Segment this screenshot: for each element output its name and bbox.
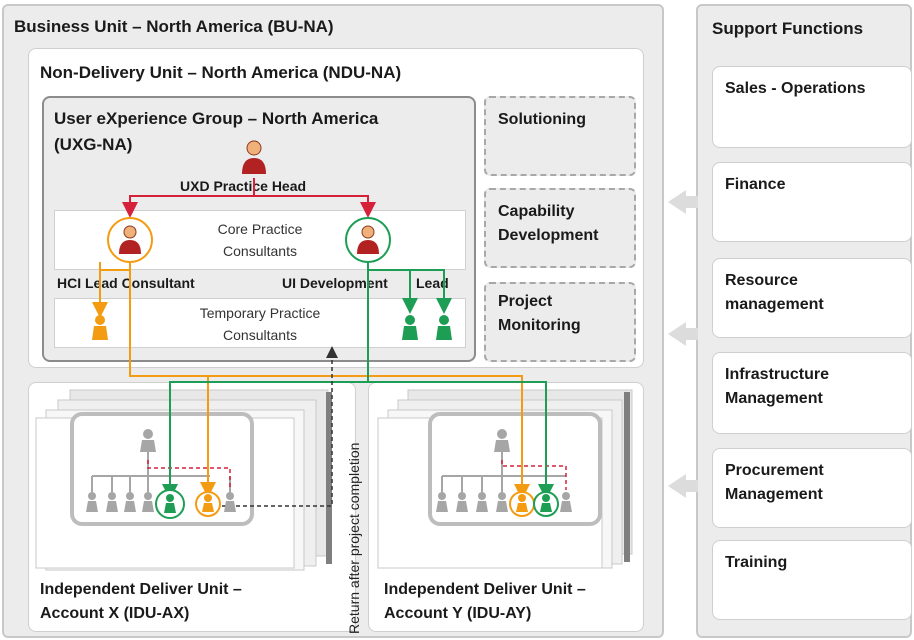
idu-x-line2: Account X (IDU-AX) (40, 605, 190, 622)
ui-dev-lead-label-1: UI Development (282, 275, 388, 291)
support-infrastructure-management: Infrastructure Management (712, 352, 912, 434)
support-item-label: Procurement (725, 462, 824, 479)
temporary-practice-line2: Consultants (223, 327, 297, 343)
support-item-label: Finance (725, 176, 786, 193)
practice-head-label: UXD Practice Head (178, 178, 309, 194)
support-functions-title: Support Functions (712, 19, 864, 38)
ndu-side-label: Project (498, 293, 553, 310)
idu-y-pages (377, 389, 633, 569)
idu-y-shadow (624, 392, 630, 562)
temp-consultant-green-icon-1 (402, 315, 418, 340)
idu-x-green-consultant-icon (155, 489, 185, 519)
core-practice-label: Core Practice Consultants (180, 218, 340, 262)
ui-dev-lead-label-2: Lead (416, 275, 449, 291)
idu-y-green-consultant-icon (533, 491, 559, 517)
practice-head-icon (242, 140, 266, 174)
temporary-practice-line1: Temporary Practice (199, 305, 321, 321)
idu-x-pages (35, 389, 329, 571)
core-consultant-green-icon (345, 217, 391, 263)
support-item-label: Management (725, 390, 823, 407)
uxg-title-line1: User eXperience Group – North America (54, 109, 379, 128)
support-finance: Finance (712, 162, 912, 242)
ndu-project-monitoring-box: Project Monitoring (484, 282, 636, 362)
temp-consultant-green-icon-2 (436, 315, 452, 340)
support-sales-operations: Sales - Operations (712, 66, 912, 148)
ndu-side-label: Development (498, 227, 599, 244)
return-dashed-path (222, 346, 338, 507)
ndu-capability-box: Capability Development (484, 188, 636, 268)
idu-y-line1: Independent Deliver Unit – (384, 581, 586, 598)
ndu-side-label: Capability (498, 203, 575, 220)
temp-consultant-orange-icon (92, 315, 108, 340)
orange-connectors (92, 262, 530, 500)
support-item-label: Resource (725, 272, 798, 289)
business-unit-title: Business Unit – North America (BU-NA) (14, 17, 334, 36)
idu-x-manager-icon (140, 429, 156, 452)
non-delivery-unit-title: Non-Delivery Unit – North America (NDU-N… (40, 63, 402, 82)
support-training: Training (712, 540, 912, 620)
idu-y-line2: Account Y (IDU-AY) (384, 605, 532, 622)
support-arrow-2 (668, 322, 698, 346)
idu-red-dashed (147, 460, 567, 490)
idu-x-shadow (326, 392, 332, 564)
idu-y-title: Independent Deliver Unit – Account Y (ID… (384, 578, 586, 626)
core-consultant-orange-icon (107, 217, 153, 263)
ndu-side-label: Solutioning (498, 111, 586, 128)
idu-y-orange-consultant-icon (509, 491, 535, 517)
support-item-label: Infrastructure (725, 366, 830, 383)
support-item-label: Training (725, 554, 788, 571)
idu-x-title: Independent Deliver Unit – Account X (ID… (40, 578, 242, 626)
ndu-solutioning-box: Solutioning (484, 96, 636, 176)
idu-x-team-icons (86, 492, 236, 512)
support-item-label: Management (725, 486, 823, 503)
core-practice-line1: Core Practice (217, 221, 303, 237)
idu-y-team-icons (436, 492, 572, 512)
idu-y-manager-icon (494, 429, 510, 452)
green-connectors (162, 262, 554, 500)
uxg-title-line2: (UXG-NA) (54, 135, 133, 154)
temporary-practice-label: Temporary Practice Consultants (170, 302, 350, 346)
hci-lead-label: HCI Lead Consultant (57, 275, 195, 291)
ndu-side-label: Monitoring (498, 317, 581, 334)
temporary-practice-band (54, 298, 466, 348)
head-red-lines (122, 178, 376, 218)
support-arrow-3 (668, 474, 698, 498)
support-resource-management: Resource management (712, 258, 912, 338)
support-procurement-management: Procurement Management (712, 448, 912, 528)
idu-x-line1: Independent Deliver Unit – (40, 581, 242, 598)
support-item-label: Sales - Operations (725, 80, 866, 97)
idu-x-orange-consultant-icon (195, 491, 221, 517)
core-practice-line2: Consultants (223, 243, 297, 259)
support-arrow-1 (668, 190, 698, 214)
support-item-label: management (725, 296, 824, 313)
